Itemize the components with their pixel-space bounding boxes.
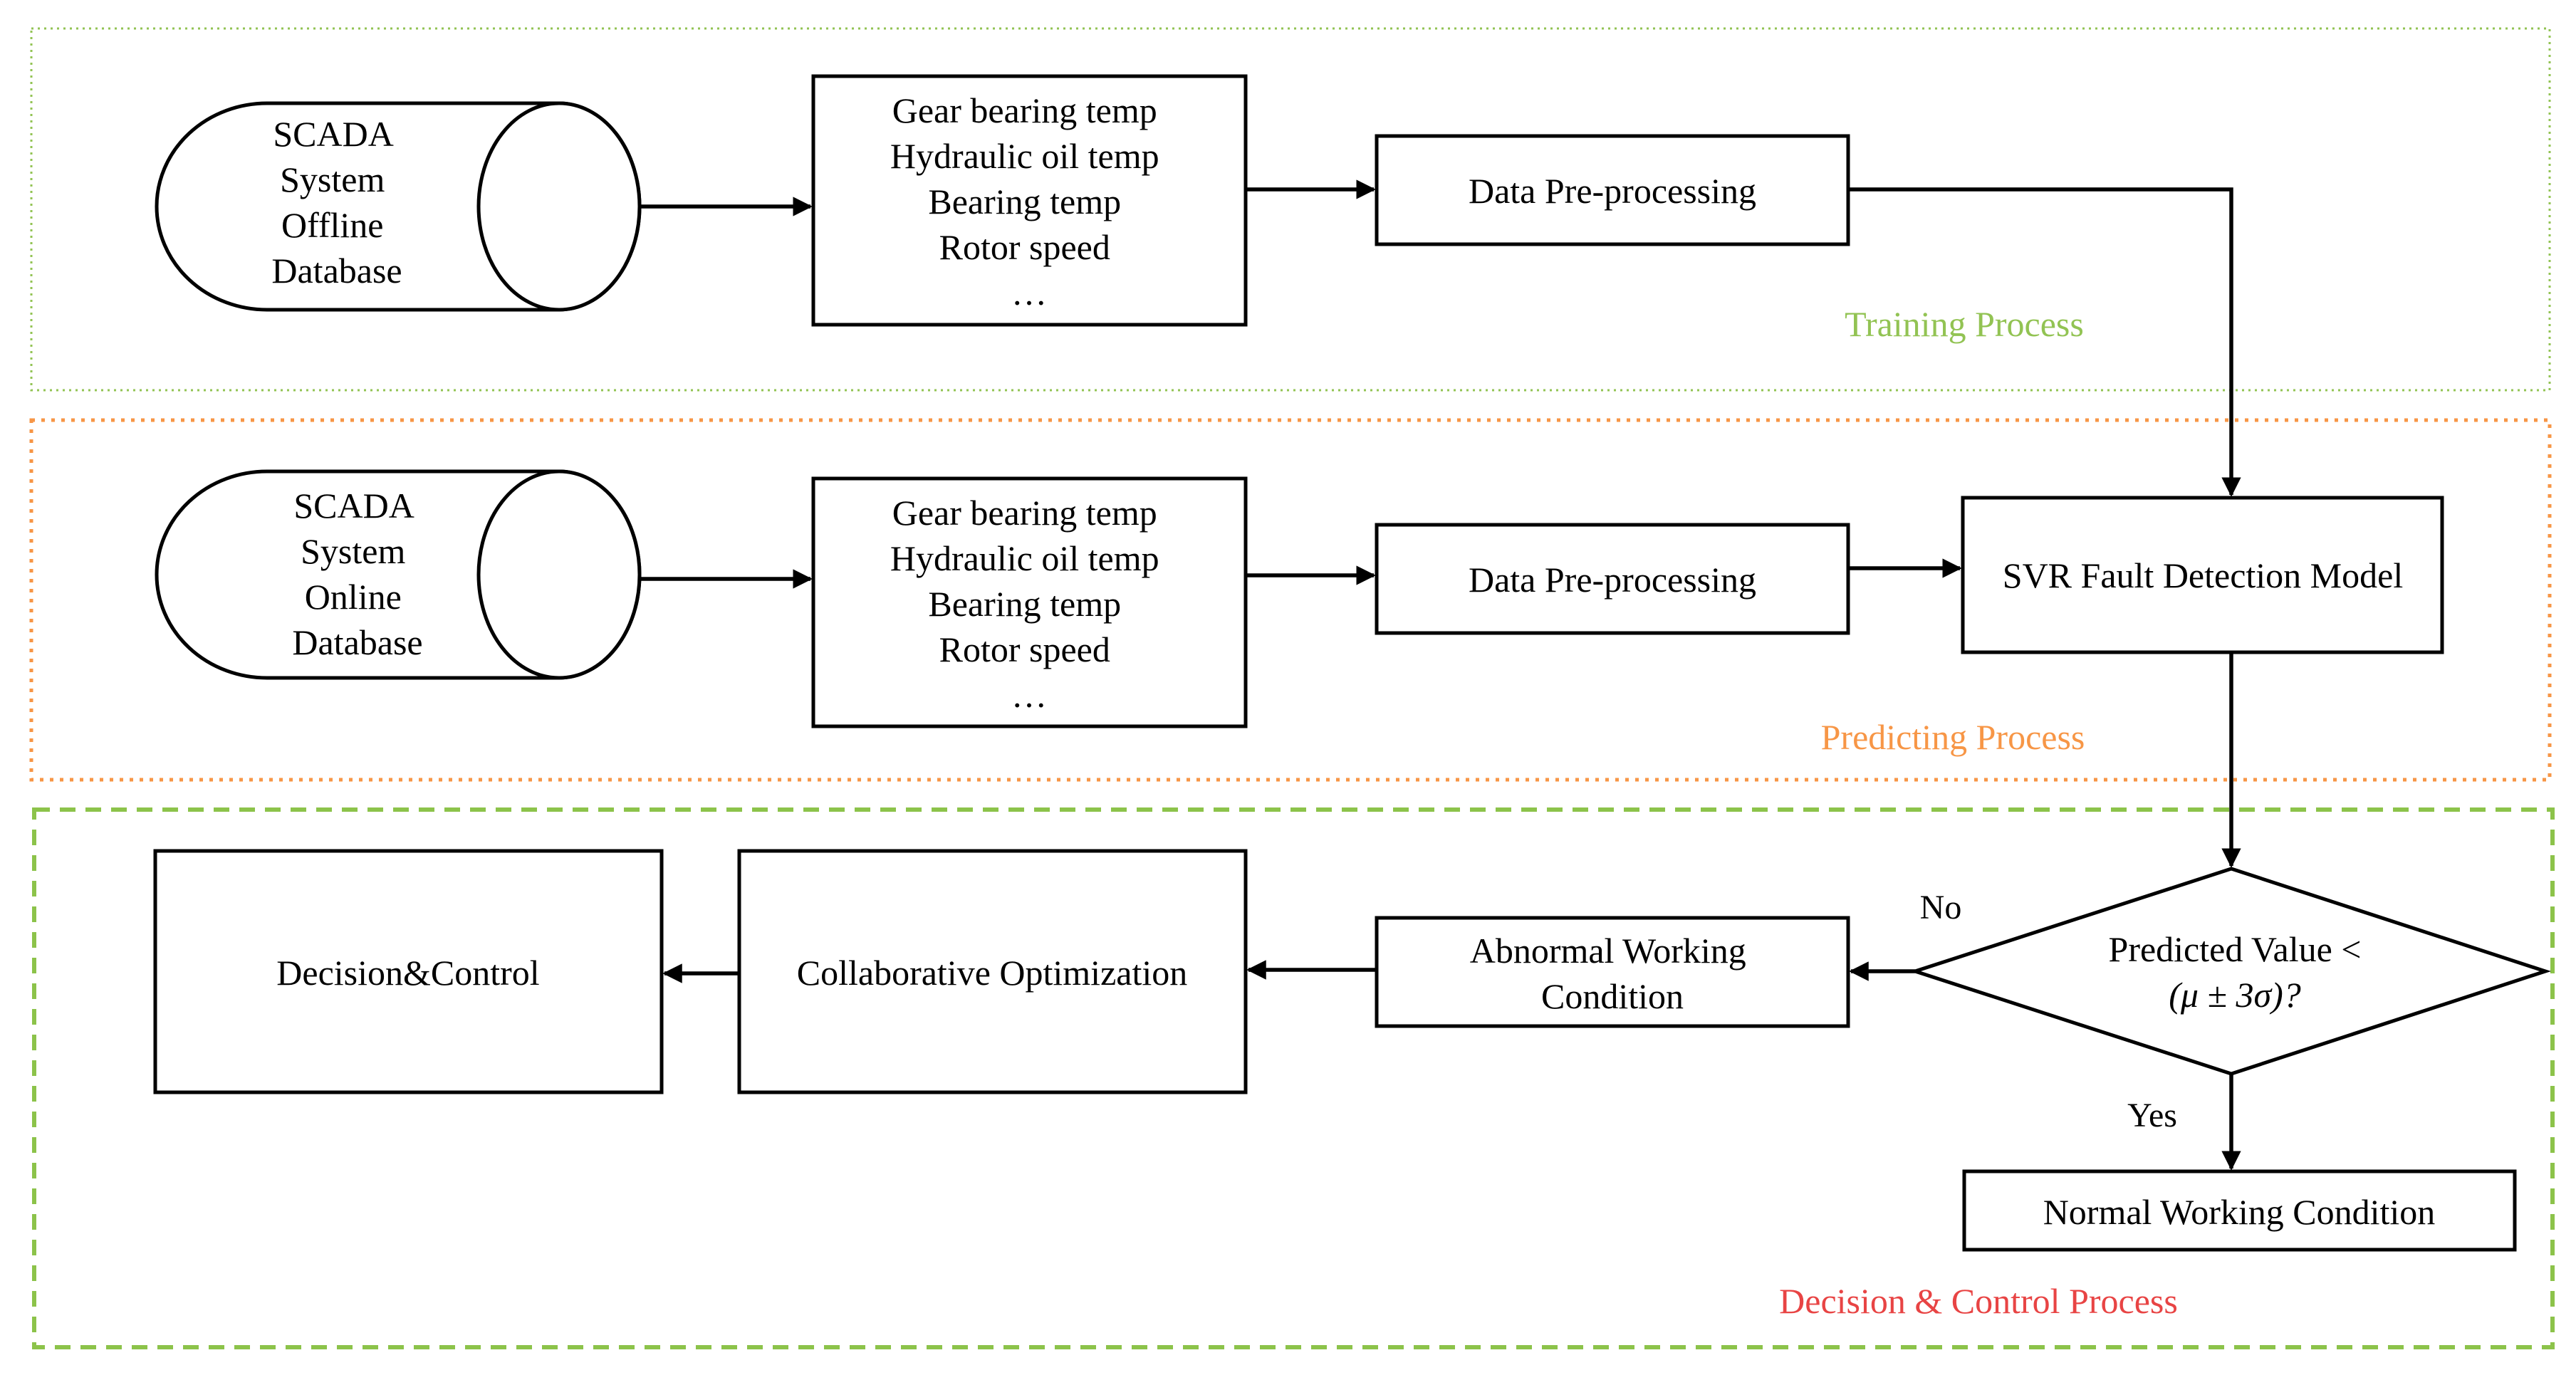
predicting-feature-2: Hydraulic oil temp bbox=[890, 538, 1159, 578]
abnormal-line-1: Abnormal Working bbox=[1470, 931, 1746, 971]
training-preprocessing-label: Data Pre-processing bbox=[1469, 171, 1756, 211]
online-db-line-1: SCADA bbox=[293, 486, 414, 526]
abnormal-line-2: Condition bbox=[1541, 976, 1684, 1016]
training-region-frame bbox=[30, 27, 2551, 392]
threshold-decision-diamond: Predicted Value < (μ ± 3σ)? bbox=[1909, 867, 2552, 1076]
predicting-feature-3: Bearing temp bbox=[928, 584, 1121, 624]
decision-condition-line-1: Predicted Value < bbox=[2109, 929, 2362, 969]
svg-text:SCADA System Onlin: SCADA System Online Database bbox=[292, 486, 422, 662]
svr-model-box: SVR Fault Detection Model bbox=[1961, 496, 2444, 654]
svg-text:Gear bearing temp Hydrau: Gear bearing temp Hydraulic oil temp Bea… bbox=[890, 90, 1168, 313]
online-db-line-3: Online bbox=[305, 577, 402, 617]
svg-text:SCADA System Offli: SCADA System Offline Database bbox=[271, 114, 402, 291]
offline-database-cylinder: SCADA System Offline Database bbox=[155, 101, 642, 312]
normal-condition-box: Normal Working Condition bbox=[1962, 1169, 2517, 1252]
predicting-region-frame bbox=[29, 418, 2552, 782]
predicting-feature-5: … bbox=[1011, 675, 1047, 715]
training-feature-5: … bbox=[1011, 273, 1047, 313]
online-db-line-2: System bbox=[301, 531, 405, 571]
training-features-box: Gear bearing temp Hydraulic oil temp Bea… bbox=[811, 74, 1248, 327]
no-branch-label: No bbox=[1920, 889, 1962, 926]
offline-db-line-3: Offline bbox=[281, 205, 383, 245]
predicting-process-label: Predicting Process bbox=[1821, 717, 2085, 757]
decision-control-box: Decision&Control bbox=[153, 849, 664, 1094]
decision-control-process-label: Decision & Control Process bbox=[1779, 1281, 2178, 1321]
yes-branch-label: Yes bbox=[2127, 1097, 2177, 1134]
predicting-feature-1: Gear bearing temp bbox=[892, 493, 1157, 533]
svg-text:Abnormal Working Condit: Abnormal Working Condition bbox=[1470, 931, 1756, 1016]
training-feature-4: Rotor speed bbox=[939, 227, 1110, 267]
training-preprocessing-box: Data Pre-processing bbox=[1375, 134, 1850, 246]
online-database-cylinder: SCADA System Online Database bbox=[155, 469, 642, 680]
offline-db-line-2: System bbox=[280, 160, 385, 199]
training-feature-3: Bearing temp bbox=[928, 182, 1121, 221]
predicting-feature-4: Rotor speed bbox=[939, 629, 1110, 669]
offline-db-line-1: SCADA bbox=[273, 114, 393, 154]
svr-model-label: SVR Fault Detection Model bbox=[2003, 555, 2403, 595]
svg-text:Gear bearing temp Hydrau: Gear bearing temp Hydraulic oil temp Bea… bbox=[890, 493, 1168, 715]
decision-condition-line-2: (μ ± 3σ)? bbox=[2169, 975, 2301, 1015]
training-feature-2: Hydraulic oil temp bbox=[890, 136, 1159, 176]
offline-db-line-4: Database bbox=[271, 251, 402, 291]
predicting-preprocessing-label: Data Pre-processing bbox=[1469, 560, 1756, 600]
online-db-line-4: Database bbox=[292, 622, 422, 662]
collaborative-optimization-box: Collaborative Optimization bbox=[737, 849, 1248, 1094]
collaborative-optimization-label: Collaborative Optimization bbox=[797, 953, 1188, 993]
arrow-training-preprocess-to-model bbox=[1848, 187, 2241, 497]
decision-control-label: Decision&Control bbox=[276, 953, 539, 993]
predicting-preprocessing-box: Data Pre-processing bbox=[1375, 523, 1850, 635]
normal-condition-label: Normal Working Condition bbox=[2043, 1192, 2436, 1232]
training-process-label: Training Process bbox=[1845, 304, 2084, 344]
abnormal-condition-box: Abnormal Working Condition bbox=[1375, 916, 1850, 1028]
predicting-features-box: Gear bearing temp Hydraulic oil temp Bea… bbox=[811, 476, 1248, 728]
decision-region-frame bbox=[32, 807, 2555, 1349]
training-feature-1: Gear bearing temp bbox=[892, 90, 1157, 130]
